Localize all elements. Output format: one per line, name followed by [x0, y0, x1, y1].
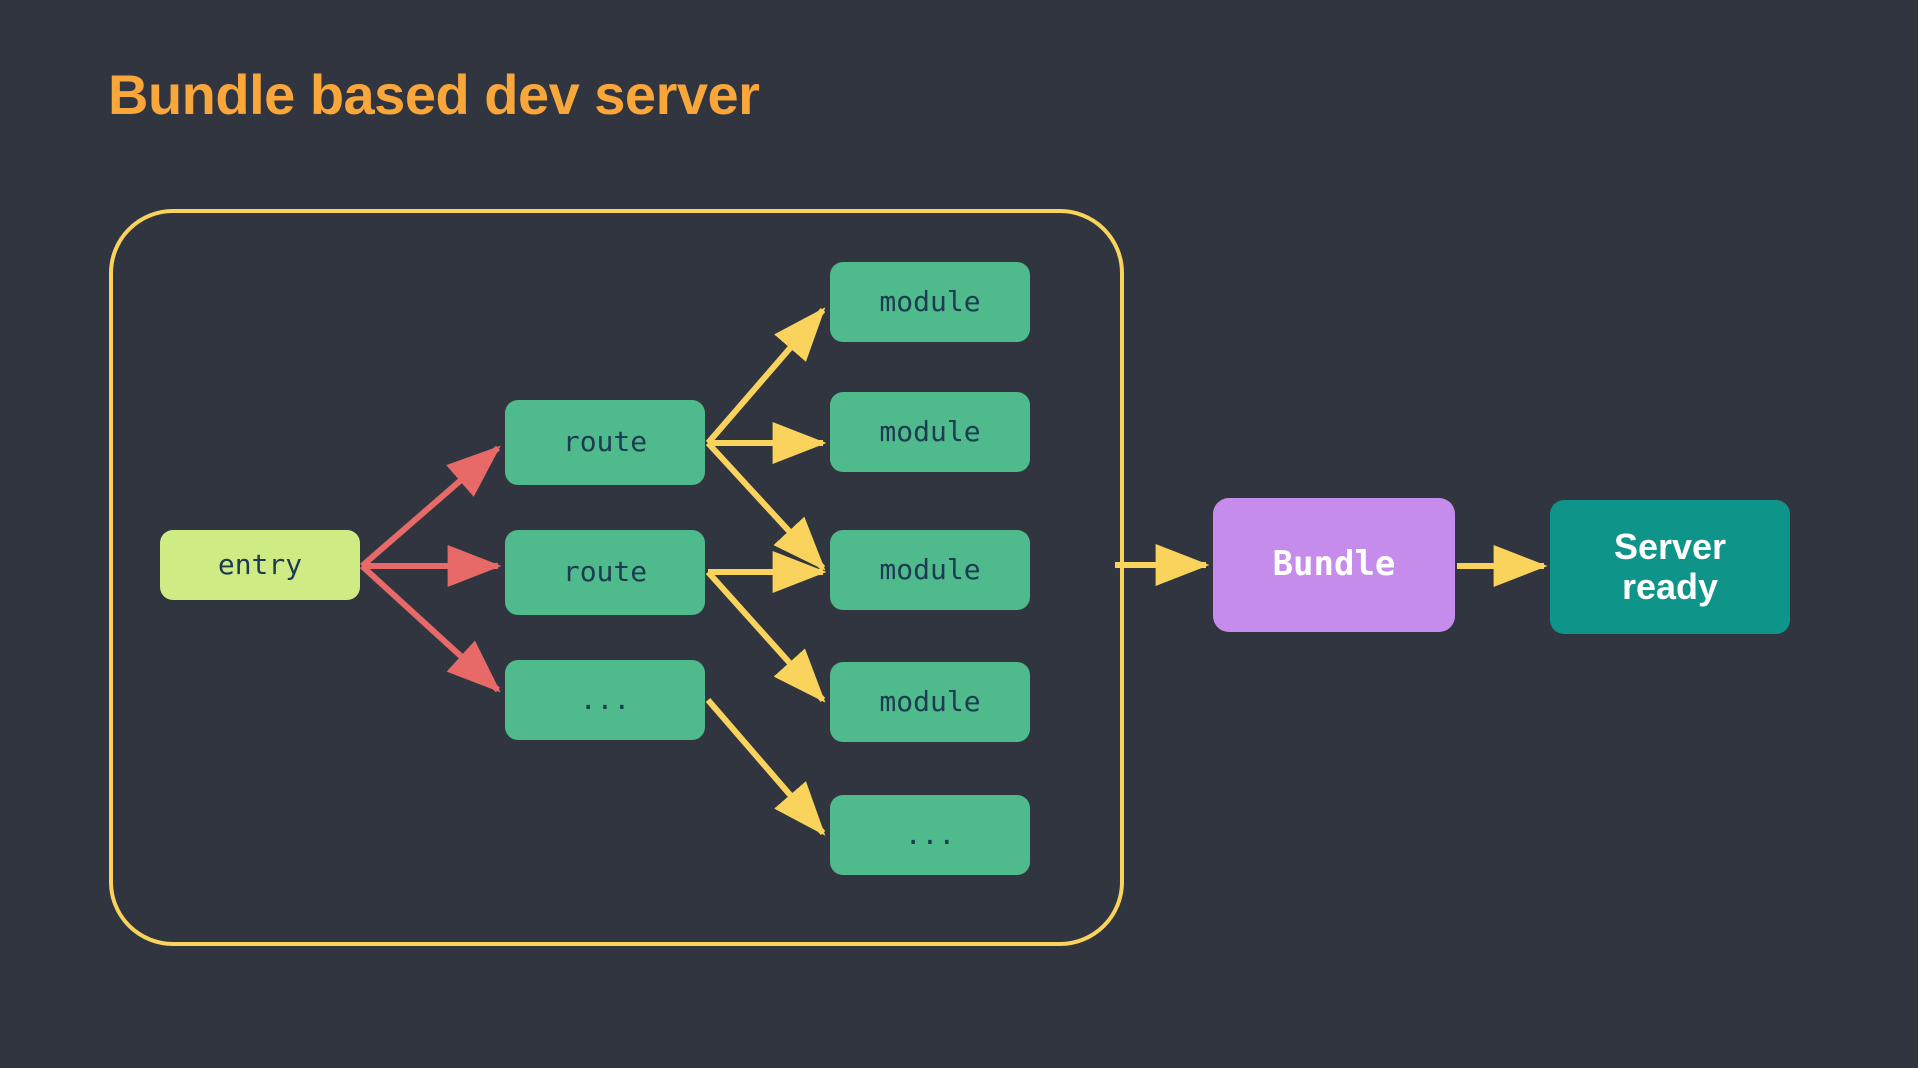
node-route-1[interactable]: route [505, 400, 705, 485]
dev-server-boundary [109, 209, 1124, 946]
node-route-more-label: ... [579, 682, 631, 716]
node-route-2[interactable]: route [505, 530, 705, 615]
node-module-4-label: module [879, 684, 981, 718]
node-module-3-label: module [879, 552, 981, 586]
node-module-1-label: module [879, 284, 981, 318]
node-module-1[interactable]: module [830, 262, 1030, 342]
node-route-2-label: route [562, 555, 648, 589]
edge-entry-routemore [359, 563, 501, 693]
node-bundle-label: Bundle [1272, 544, 1396, 585]
node-server-ready[interactable]: Server ready [1550, 500, 1790, 634]
edge-routemore-modmore [705, 698, 826, 836]
edge-entry-route1 [360, 445, 501, 569]
edge-route1-module3 [705, 440, 826, 571]
node-route-more[interactable]: ... [505, 660, 705, 740]
node-module-4[interactable]: module [830, 662, 1030, 742]
edge-route1-module1 [705, 307, 826, 445]
node-route-1-label: route [562, 425, 648, 459]
node-module-3[interactable]: module [830, 530, 1030, 610]
node-module-more[interactable]: ... [830, 795, 1030, 875]
node-module-2[interactable]: module [830, 392, 1030, 472]
node-module-2-label: module [879, 414, 981, 448]
node-entry[interactable]: entry [160, 530, 360, 600]
node-module-more-label: ... [904, 817, 956, 851]
node-server-ready-label: Server ready [1613, 525, 1727, 607]
edge-route2-module4 [705, 569, 826, 703]
node-bundle[interactable]: Bundle [1213, 498, 1455, 632]
page-title: Bundle based dev server [108, 63, 760, 126]
node-entry-label: entry [217, 547, 303, 581]
